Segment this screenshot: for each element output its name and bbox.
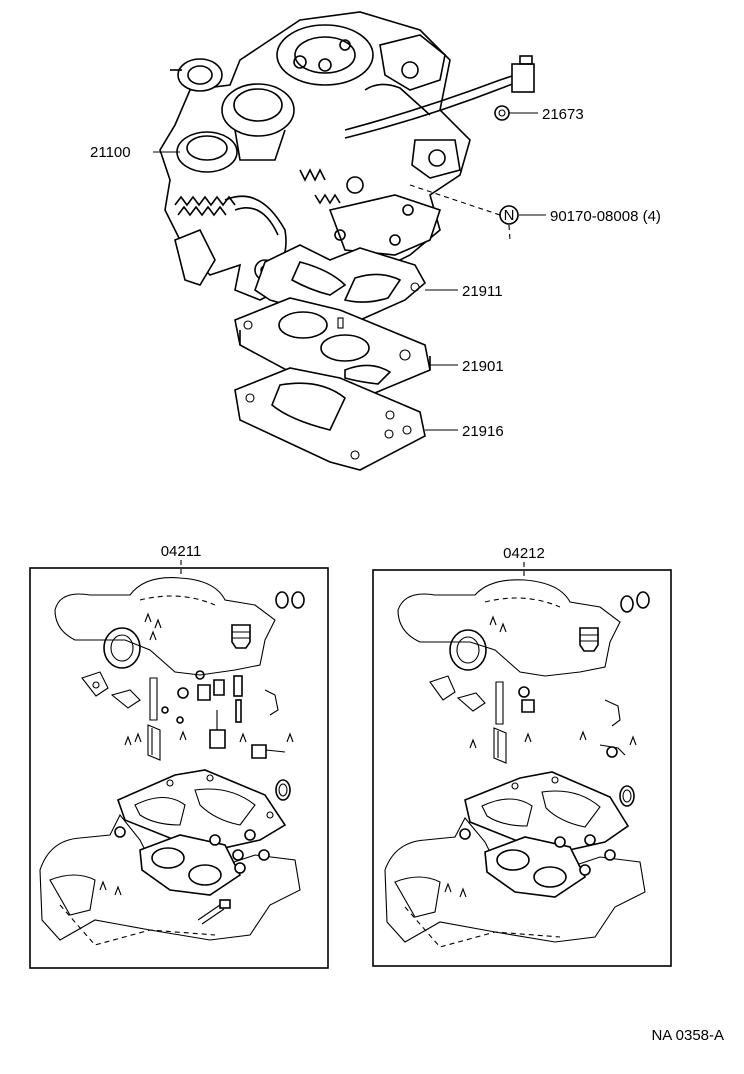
kit-04212-label: 04212	[503, 545, 545, 562]
carburetor-assembly	[159, 11, 535, 301]
callout-21916: 21916	[462, 423, 504, 440]
part-21673-plug	[494, 105, 510, 121]
kit-04212-box	[372, 562, 672, 967]
nut-90170: N	[409, 184, 519, 241]
nut-symbol: N	[504, 207, 515, 224]
insulator-21901	[234, 297, 431, 396]
gasket-21916	[234, 367, 426, 471]
leader-lines	[153, 112, 546, 431]
callout-21901: 21901	[462, 358, 504, 375]
kit-04211-label: 04211	[161, 543, 202, 560]
kit-04211-box	[29, 560, 329, 969]
callout-21673: 21673	[542, 106, 584, 123]
callout-21100: 21100	[90, 144, 131, 161]
callout-21911: 21911	[462, 283, 503, 300]
callout-90170: 90170-08008 (4)	[550, 208, 661, 225]
figure-code: NA 0358-A	[651, 1027, 724, 1044]
